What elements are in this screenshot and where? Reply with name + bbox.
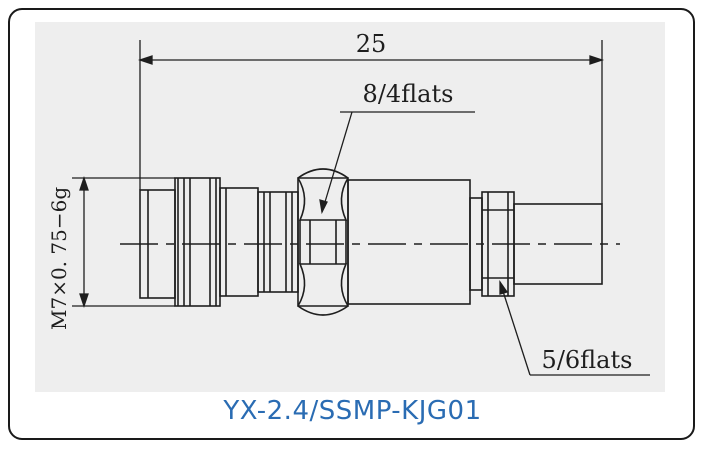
dimension-thread — [72, 175, 175, 309]
thread-label: M7×0. 75−6g — [47, 187, 71, 330]
connector-outline — [139, 168, 603, 316]
leader-flats-hex — [319, 111, 475, 215]
hex-top-chamfer — [297, 168, 349, 179]
dimension-length-label: 25 — [356, 30, 387, 58]
dimension-length — [137, 40, 605, 204]
hex-bottom-chamfer — [297, 305, 349, 316]
leader-flats-small — [499, 279, 650, 376]
main-body — [347, 179, 471, 305]
product-title: YX-2.4/SSMP-KJG01 — [223, 396, 482, 426]
flats-small-label: 5/6flats — [542, 346, 633, 374]
hex-nut — [297, 177, 349, 307]
knurled-coupling — [174, 177, 221, 307]
flats-hex-label: 8/4flats — [363, 80, 454, 108]
